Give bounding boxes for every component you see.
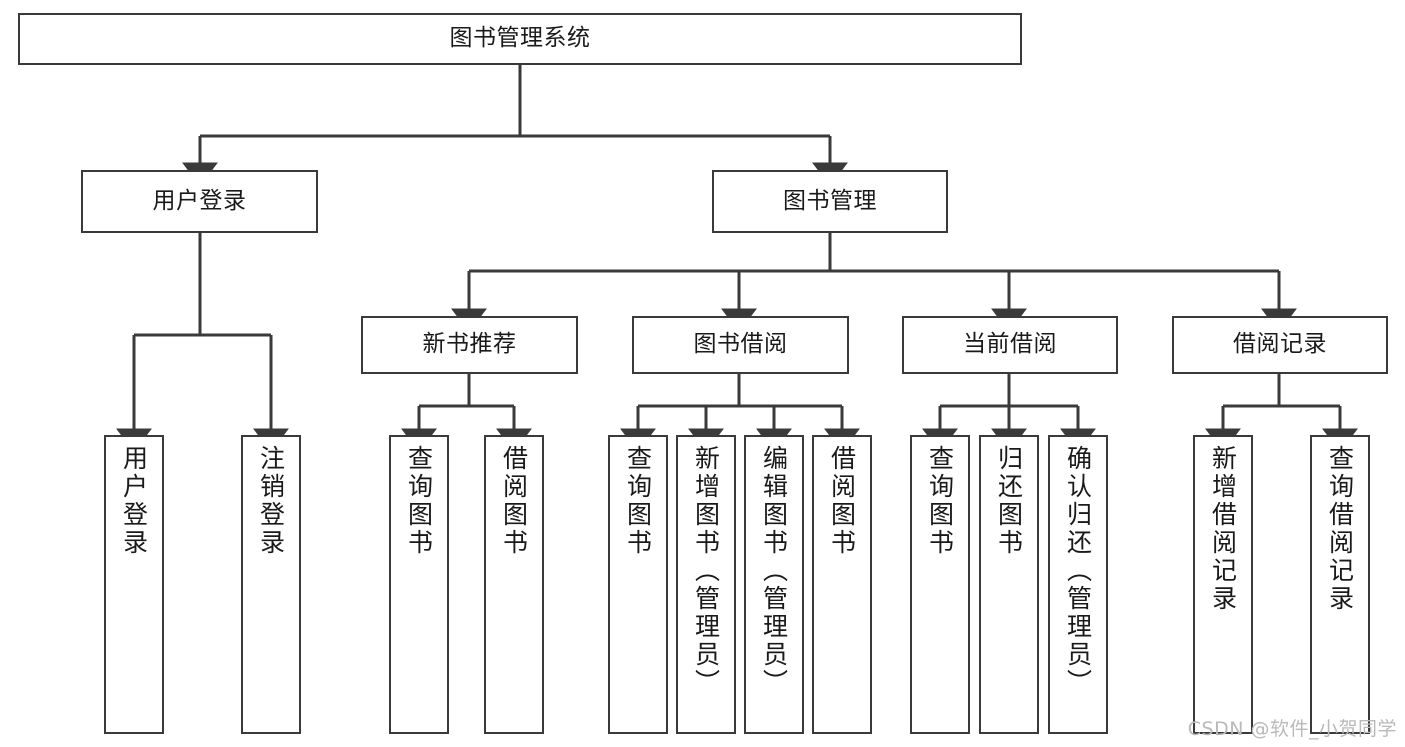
leaf-borrow-edit-book-admin[interactable]: 编辑图书（管理员）: [744, 435, 804, 734]
node-label: 查询借阅记录: [1325, 445, 1355, 613]
node-book-management[interactable]: 图书管理: [712, 170, 948, 233]
leaf-current-confirm-return-admin[interactable]: 确认归还（管理员）: [1048, 435, 1108, 734]
leaf-logout[interactable]: 注销登录: [241, 435, 301, 734]
node-current-borrow[interactable]: 当前借阅: [902, 316, 1118, 374]
leaf-user-login[interactable]: 用户登录: [104, 435, 164, 734]
node-label: 当前借阅: [963, 331, 1057, 358]
node-label: 查询图书: [404, 445, 434, 557]
node-root-book-management-system[interactable]: 图书管理系统: [18, 13, 1022, 65]
node-label: 注销登录: [256, 445, 286, 557]
node-label: 用户登录: [119, 445, 149, 557]
node-label: 归还图书: [994, 445, 1024, 557]
node-label: 图书管理: [783, 187, 877, 214]
leaf-borrow-borrow-book[interactable]: 借阅图书: [812, 435, 872, 734]
node-label: 用户登录: [152, 187, 247, 214]
node-label: 图书借阅: [693, 331, 788, 358]
leaf-recommend-query-book[interactable]: 查询图书: [389, 435, 449, 734]
node-book-borrow[interactable]: 图书借阅: [632, 316, 849, 374]
node-label: 查询图书: [623, 445, 653, 557]
leaf-recommend-borrow-book[interactable]: 借阅图书: [484, 435, 544, 734]
node-new-book-recommend[interactable]: 新书推荐: [361, 316, 578, 374]
leaf-record-query-borrow-record[interactable]: 查询借阅记录: [1310, 435, 1370, 734]
node-label: 借阅图书: [499, 445, 529, 557]
leaf-borrow-query-book[interactable]: 查询图书: [608, 435, 668, 734]
node-label: 借阅记录: [1233, 331, 1327, 358]
leaf-current-query-book[interactable]: 查询图书: [910, 435, 970, 734]
node-label: 确认归还（管理员）: [1063, 445, 1093, 697]
node-label: 图书管理系统: [449, 25, 591, 52]
leaf-current-return-book[interactable]: 归还图书: [979, 435, 1039, 734]
node-label: 借阅图书: [827, 445, 857, 557]
node-label: 新增图书（管理员）: [691, 445, 721, 697]
leaf-borrow-add-book-admin[interactable]: 新增图书（管理员）: [676, 435, 736, 734]
node-label: 新书推荐: [422, 331, 517, 358]
node-user-login[interactable]: 用户登录: [81, 170, 318, 233]
node-label: 查询图书: [925, 445, 955, 557]
node-label: 编辑图书（管理员）: [759, 445, 789, 697]
node-label: 新增借阅记录: [1208, 445, 1238, 613]
node-borrow-record[interactable]: 借阅记录: [1172, 316, 1388, 374]
leaf-record-add-borrow-record[interactable]: 新增借阅记录: [1193, 435, 1253, 734]
